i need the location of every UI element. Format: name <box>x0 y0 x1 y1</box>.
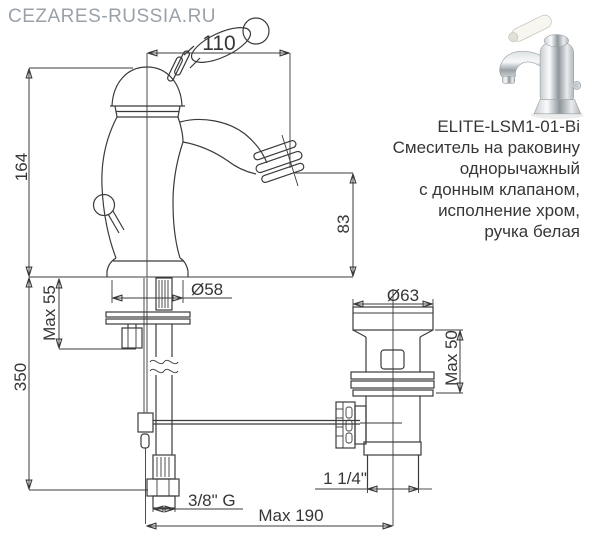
dim-rod-reach-label: Max 190 <box>258 506 323 525</box>
faucet-outline <box>92 17 305 277</box>
product-photo <box>499 14 584 119</box>
dim-hose-thread-label: 3/8" G <box>188 491 236 510</box>
dim-drain-flange-label: Ø63 <box>387 286 419 305</box>
dim-drain-deck-label: Max 50 <box>442 330 461 386</box>
product-desc-line-4: исполнение хром, <box>438 201 580 220</box>
dimension-lines <box>29 53 463 526</box>
mounting-hardware <box>105 277 402 524</box>
product-desc-line-3: с донным клапаном, <box>419 180 580 199</box>
product-desc-line-2: однорычажный <box>459 159 580 178</box>
photo-white-handle <box>508 14 552 43</box>
dim-deck-thickness-label: Max 55 <box>40 285 59 341</box>
product-desc-line-1: Смеситель на раковину <box>392 138 580 157</box>
dim-spout-height-label: 83 <box>334 215 353 234</box>
product-info: ELITE-LSM1-01-Bi Смеситель на раковину о… <box>280 116 580 242</box>
dim-total-height-label: 164 <box>12 153 31 181</box>
dim-hose-length-label: 350 <box>11 363 30 391</box>
watermark: CEZARES-RUSSIA.RU <box>8 6 217 27</box>
dim-spout-reach-label: 110 <box>202 32 235 55</box>
dim-drain-pipe-label: 1 1/4" <box>323 469 367 488</box>
product-model: ELITE-LSM1-01-Bi <box>437 117 580 136</box>
dim-base-diameter-label: Ø58 <box>191 280 223 299</box>
product-desc-line-5: ручка белая <box>484 222 580 241</box>
drain-assembly <box>335 289 435 526</box>
photo-faucet <box>499 14 584 119</box>
